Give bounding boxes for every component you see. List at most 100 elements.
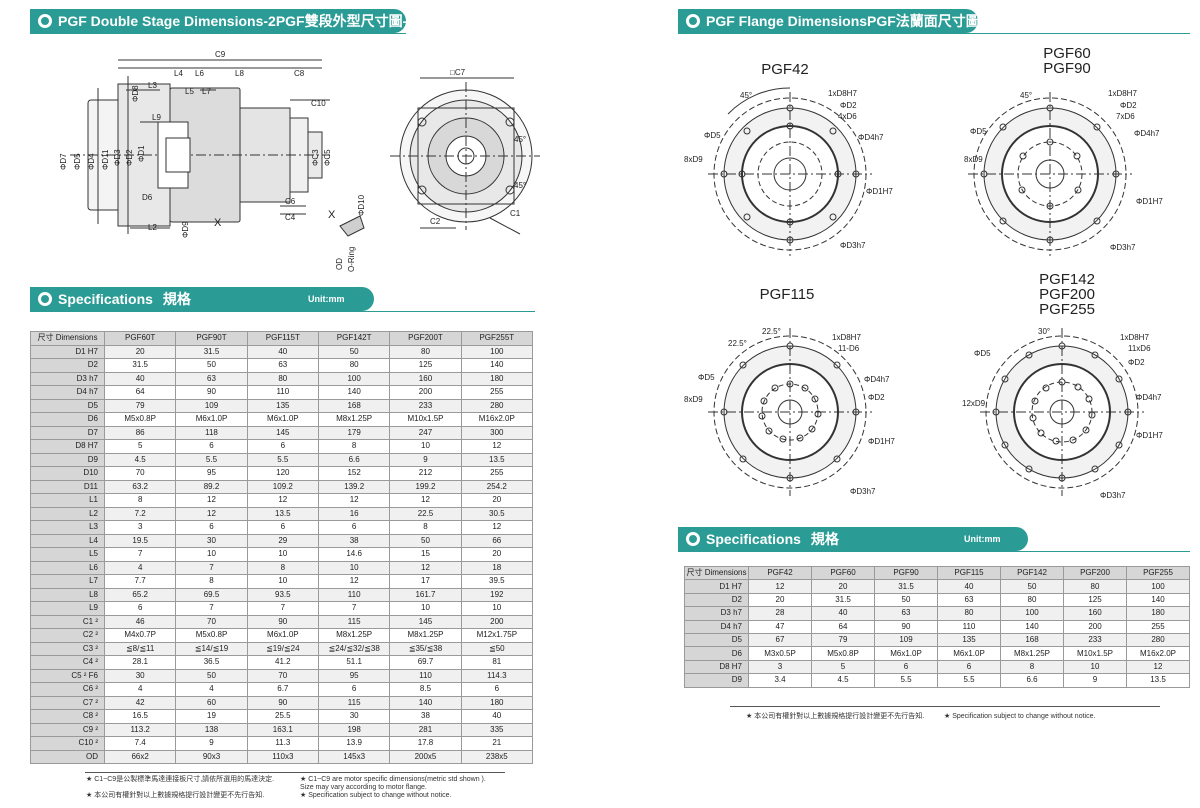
label-c3: ΦC3 — [311, 149, 320, 166]
model-pgf42: PGF42 — [761, 61, 809, 78]
table-cell: ≦14/≦19 — [175, 641, 248, 656]
table-cell: 6 — [937, 659, 1001, 675]
f42-d6: 4xD6 — [838, 112, 857, 121]
table-cell: 6.6 — [317, 452, 391, 467]
table-cell: 31.5 — [103, 358, 177, 373]
row-label: L6 — [30, 560, 105, 575]
table-cell: 300 — [460, 425, 534, 440]
table-cell: 180 — [460, 371, 534, 386]
table-cell: 66x2 — [103, 749, 177, 764]
f60-d2: ΦD2 — [1120, 101, 1137, 110]
label-d8: ΦD8 — [131, 85, 140, 102]
table-cell: 10 — [1063, 659, 1127, 675]
table-cell: 21 — [460, 736, 534, 751]
table-cell: 110x3 — [246, 749, 319, 764]
label-x1: X — [214, 217, 222, 229]
table-cell: M5x0.8P — [103, 412, 177, 427]
table-cell: 80 — [1000, 592, 1064, 608]
label-c10: C10 — [311, 99, 326, 108]
table-cell: 280 — [1126, 632, 1190, 648]
row-label: L8 — [30, 587, 105, 602]
table-cell: 6 — [317, 520, 391, 535]
table-cell: 6 — [103, 601, 177, 616]
row-label: C3 ² — [30, 641, 105, 656]
flange-banner: PGF Flange Dimensions PGF法蘭面尺寸圖 — [678, 9, 980, 33]
table-cell: 70 — [175, 614, 248, 629]
table-cell: 7.2 — [103, 506, 177, 521]
table-cell: 30 — [175, 533, 248, 548]
table-cell: 13.5 — [246, 506, 319, 521]
table-cell: 41.2 — [246, 655, 319, 670]
table-cell: 140 — [1000, 619, 1064, 634]
model-pgf60: PGF60 — [1043, 45, 1091, 62]
table-cell: 168 — [317, 398, 391, 413]
left-notes-rule — [85, 772, 505, 773]
table-cell: M10x1.5P — [1063, 646, 1127, 661]
table-cell: 12 — [317, 574, 391, 589]
f60-d3: ΦD3h7 — [1110, 243, 1136, 252]
table-cell: M6x1.0P — [246, 412, 319, 427]
drawing-banner-title-zh: PGF雙段外型尺寸圖-2 — [275, 13, 416, 29]
label-x2: X — [328, 209, 336, 221]
table-cell: 47 — [748, 619, 812, 634]
label-l2: L2 — [148, 223, 157, 232]
table-cell: 280 — [460, 398, 534, 413]
label-c1: C1 — [510, 209, 521, 218]
table-cell: 19.5 — [103, 533, 177, 548]
label-oring: O-Ring — [347, 247, 356, 272]
table-cell: 8 — [103, 493, 177, 508]
label-c2: C2 — [430, 217, 441, 226]
table-cell: 63 — [937, 592, 1001, 608]
table-cell: 115 — [317, 614, 391, 629]
label-c6: C6 — [285, 197, 296, 206]
flange-pgf60-drawing: 45° 1xD8H7 ΦD2 7xD6 ΦD4h7 ΦD5 8xD9 ΦD1H7… — [964, 89, 1163, 256]
table-cell: 30.5 — [460, 506, 534, 521]
label-d4: ΦD4 — [87, 153, 96, 170]
table-cell: 38 — [317, 533, 391, 548]
left-note-2-en: ★ Specification subject to change withou… — [300, 792, 452, 799]
table-cell: 6 — [175, 439, 248, 454]
table-cell: 233 — [389, 398, 462, 413]
f115-d2: ΦD2 — [868, 393, 885, 402]
row-label: D4 h7 — [684, 619, 749, 634]
table-cell: 110 — [317, 587, 391, 602]
table-cell: 29 — [246, 533, 319, 548]
table-cell: 11.3 — [246, 736, 319, 751]
label-d11: ΦD11 — [101, 149, 110, 170]
label-d10: ΦD10 — [357, 194, 366, 216]
table-cell: 5 — [811, 659, 875, 675]
label-l5: L5 — [185, 87, 194, 96]
table-cell: 16 — [317, 506, 391, 521]
table-cell: 109 — [175, 398, 248, 413]
table-cell: 10 — [389, 439, 462, 454]
table-row: C3 ²≦8/≦11≦14/≦19≦19/≦24≦24/≦32/≦38≦35/≦… — [30, 641, 534, 656]
table-cell: 30 — [317, 709, 391, 724]
row-label: L4 — [30, 533, 105, 548]
f42-d5: ΦD5 — [704, 131, 721, 140]
left-spec-rule — [30, 311, 535, 312]
f142-d3: ΦD3h7 — [1100, 491, 1126, 500]
f42-d8: 1xD8H7 — [828, 89, 857, 98]
label-d3: ΦD3 — [113, 149, 122, 166]
flange-pgf42-drawing: 45° 1xD8H7 ΦD2 4xD6 ΦD4h7 ΦD5 8xD9 ΦD1H7… — [684, 87, 893, 256]
row-label: D1 H7 — [30, 344, 105, 359]
label-d1: ΦD1 — [137, 145, 146, 162]
table-cell: ≦24/≦32/≦38 — [317, 641, 391, 656]
table-cell: 31.5 — [874, 579, 938, 594]
right-spec-banner: Specifications 規格 Unit:mm — [678, 527, 1028, 551]
left-spec-title-en: Specifications — [58, 291, 153, 307]
table-cell: 13.5 — [1126, 673, 1190, 688]
f142-d2: ΦD2 — [1128, 358, 1145, 367]
table-cell: 3 — [103, 520, 177, 535]
table-cell: 7 — [175, 560, 248, 575]
table-cell: 70 — [246, 668, 319, 683]
table-cell: 199.2 — [389, 479, 462, 494]
